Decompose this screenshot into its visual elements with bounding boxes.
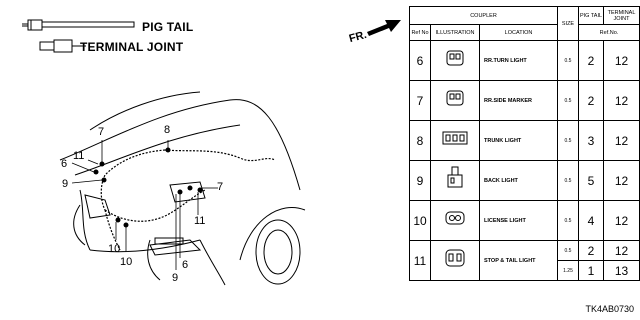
row-ref: 11 [409, 240, 431, 281]
row-pig: 5 [578, 160, 604, 201]
terminal-joint-header: TERMINAL JOINT [603, 6, 640, 25]
row-location: RR.SIDE MARKER [479, 80, 558, 121]
table-row: 7 RR.SIDE MARKER 0.5 2 12 [409, 80, 640, 121]
row-size: 0.5 [557, 160, 579, 201]
row-ref: 10 [409, 200, 431, 241]
callout-9: 9 [62, 178, 69, 190]
row-size: 0.5 [557, 200, 579, 241]
row-location: BACK LIGHT [479, 160, 558, 201]
callout-11: 11 [194, 215, 206, 227]
row-tj: 12 [603, 160, 640, 201]
row-pig: 4 [578, 200, 604, 241]
callout-10: 10 [108, 243, 121, 255]
row-pig: 2 [578, 240, 604, 261]
row-ref: 9 [409, 160, 431, 201]
connector-10-illustration [430, 200, 480, 241]
row-pig: 2 [578, 80, 604, 121]
callout-6: 6 [61, 158, 68, 170]
ref-no-header: Ref No [409, 24, 431, 41]
row-tj: 13 [603, 260, 640, 281]
pig-tail-label: PIG TAIL [142, 20, 194, 34]
row-size: 1.25 [557, 260, 579, 281]
size-header: SIZE [557, 6, 579, 41]
row-size: 0.5 [557, 240, 579, 261]
location-header: LOCATION [479, 24, 558, 41]
front-arrow-icon [367, 20, 401, 36]
illustration-header: ILLUSTRATION [430, 24, 480, 41]
row-tj: 12 [603, 80, 640, 121]
row-pig: 1 [578, 260, 604, 281]
ref-no2-header: Ref.No. [578, 24, 640, 41]
connector-6-illustration [430, 40, 480, 81]
legend-symbols [22, 19, 135, 53]
pig-tail-icon [22, 19, 135, 31]
connector-9-illustration [430, 160, 480, 201]
row-tj: 12 [603, 200, 640, 241]
table-row: 6 RR.TURN LIGHT 0.5 2 12 [409, 40, 640, 81]
row-pig: 2 [578, 40, 604, 81]
row-ref: 6 [409, 40, 431, 81]
row-tj: 12 [603, 240, 640, 261]
table-row: 8 TRUNK LIGHT 0.5 3 12 [409, 120, 640, 161]
table-row: 10 LICENSE LIGHT 0.5 4 12 [409, 200, 640, 241]
row-location: RR.TURN LIGHT [479, 40, 558, 81]
row-ref: 7 [409, 80, 431, 121]
coupler-header: COUPLER [409, 6, 558, 25]
table-row: 11 STOP & TAIL LIGHT 0.5 2 12 [409, 240, 640, 281]
table-row: 9 BACK LIGHT 0.5 5 12 [409, 160, 640, 201]
row-tj: 12 [603, 120, 640, 161]
diagram-code: TK4AB0730 [585, 304, 634, 314]
callout-8: 8 [164, 124, 171, 136]
callout-9: 9 [172, 272, 179, 284]
callout-7: 7 [217, 181, 224, 193]
callout-7: 7 [98, 126, 105, 138]
connector-8-illustration [430, 120, 480, 161]
table-row: 1.25 1 13 [410, 260, 640, 281]
row-ref: 8 [409, 120, 431, 161]
callout-11: 11 [73, 150, 85, 162]
callout-10: 10 [120, 256, 133, 268]
callout-6: 6 [182, 259, 189, 271]
coupler-table: COUPLER SIZE PIG TAIL TERMINAL JOINT Ref… [409, 6, 640, 281]
connector-7-illustration [430, 80, 480, 121]
row-location: STOP & TAIL LIGHT [479, 240, 558, 281]
pig-tail-header: PIG TAIL [578, 6, 604, 25]
row-size: 0.5 [557, 80, 579, 121]
row-tj: 12 [603, 40, 640, 81]
connector-11-illustration [430, 240, 480, 281]
terminal-joint-icon [39, 39, 86, 53]
row-size: 0.5 [557, 40, 579, 81]
row-pig: 3 [578, 120, 604, 161]
row-size: 0.5 [557, 120, 579, 161]
row-location: TRUNK LIGHT [479, 120, 558, 161]
vehicle-rear-drawing [59, 91, 306, 286]
terminal-joint-label: TERMINAL JOINT [80, 40, 184, 54]
row-location: LICENSE LIGHT [479, 200, 558, 241]
